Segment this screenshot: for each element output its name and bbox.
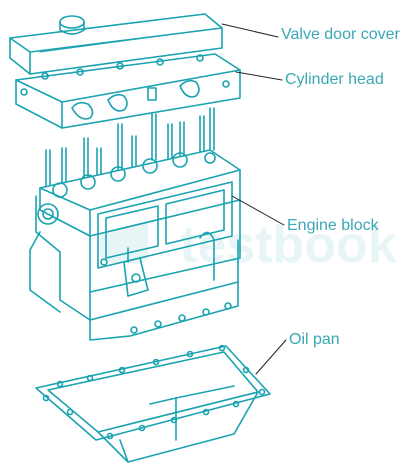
engine-block [29,149,241,341]
leader-engine-block [231,195,285,226]
cylinder-studs [45,107,215,197]
oil-pan [35,344,271,463]
leader-lines [221,23,287,375]
label-oil-pan: Oil pan [289,331,340,348]
label-engine-block: Engine block [287,217,379,234]
watermark-logo: testbook [100,215,397,274]
svg-text:testbook: testbook [180,216,397,274]
cylinder-head [15,53,241,129]
leader-oil-pan [255,339,287,375]
label-cylinder-head: Cylinder head [285,71,384,88]
valve-door-cover [9,13,223,75]
leader-cylinder-head [235,71,283,81]
leader-valve-door-cover [221,23,279,38]
label-valve-door-cover: Valve door cover [281,26,400,43]
